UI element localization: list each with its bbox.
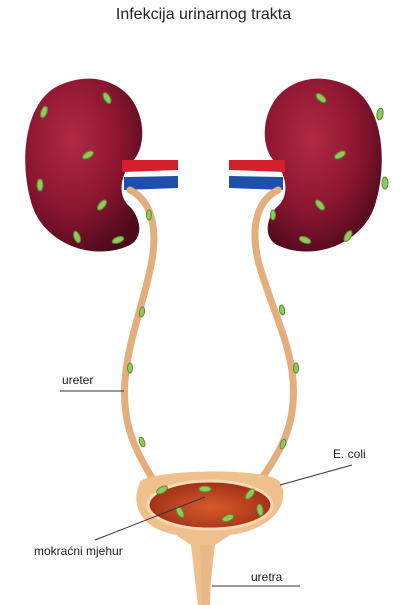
right-artery [229,160,285,172]
leader-ecoli [280,465,352,485]
label-urethra: uretra [251,570,282,584]
label-e-coli: E. coli [333,447,366,461]
label-bladder: mokraćni mjehur [34,544,123,558]
left-artery [122,160,178,172]
label-ureter: ureter [62,373,93,387]
urethra [200,545,212,605]
